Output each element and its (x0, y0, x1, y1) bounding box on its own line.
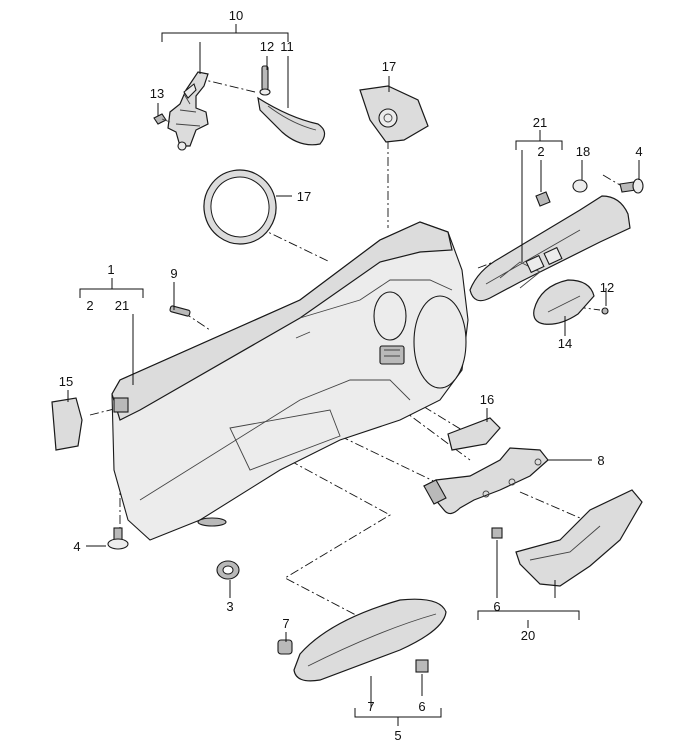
callout-6-upper: 6 (493, 599, 500, 614)
part-16-insert (447, 417, 501, 451)
part-11-strap (257, 96, 326, 146)
callout-4-right: 4 (635, 144, 642, 159)
callout-7-pad: 7 (367, 699, 374, 714)
callout-6-lower: 6 (418, 699, 425, 714)
callout-7-spacer: 7 (282, 616, 289, 631)
part-17-speaker-ring (203, 169, 277, 245)
leader-lines (67, 24, 640, 726)
callout-21-switch: 21 (533, 115, 547, 130)
callout-15: 15 (59, 374, 73, 389)
part-13-screw (153, 113, 171, 125)
callout-14: 14 (558, 336, 572, 351)
callout-17-ring: 17 (297, 189, 311, 204)
callout-3: 3 (226, 599, 233, 614)
callout-10: 10 (229, 8, 243, 23)
callout-20: 20 (521, 628, 535, 643)
part-9-bolt (169, 305, 191, 317)
part-4-screw-top (619, 178, 644, 194)
part-12-screw-right (601, 307, 609, 315)
part-20-armrest-cover (515, 489, 643, 587)
part-12-pin-top (259, 65, 271, 96)
part-14-handle-bezel (533, 279, 595, 325)
callout-2-panel: 2 (86, 298, 93, 313)
part-21-switch-panel (469, 195, 631, 302)
part-1-door-panel (111, 221, 469, 541)
callout-2-switch: 2 (537, 144, 544, 159)
callout-16: 16 (480, 392, 494, 407)
callout-1: 1 (107, 262, 114, 277)
callout-18: 18 (576, 144, 590, 159)
part-17-speaker-cover-top (359, 85, 429, 143)
callout-labels: 1 2 21 21 2 3 4 4 5 6 6 7 7 8 9 10 11 12… (59, 8, 643, 743)
callout-13: 13 (150, 86, 164, 101)
callout-12-top: 12 (260, 39, 274, 54)
part-10-handle-mechanism (167, 71, 209, 151)
part-5-armrest-pad (293, 598, 447, 682)
part-7-spacer (277, 639, 293, 655)
callout-9: 9 (170, 266, 177, 281)
callout-4-left: 4 (73, 539, 80, 554)
part-2-clip-top (535, 191, 551, 207)
callout-17-cover: 17 (382, 59, 396, 74)
part-18-cap (572, 179, 588, 193)
callout-11: 11 (280, 39, 294, 54)
callout-5: 5 (394, 728, 401, 743)
part-8-armrest-frame (423, 447, 549, 515)
part-4-screw-bottom (107, 527, 129, 550)
part-6-clip-upper (491, 527, 503, 539)
part-6-clip-lower (415, 659, 429, 673)
callout-8: 8 (597, 453, 604, 468)
callout-21-panel: 21 (115, 298, 129, 313)
part-3-grommet (216, 560, 240, 580)
callout-12-right: 12 (600, 280, 614, 295)
part-15-end-cap (51, 397, 83, 451)
